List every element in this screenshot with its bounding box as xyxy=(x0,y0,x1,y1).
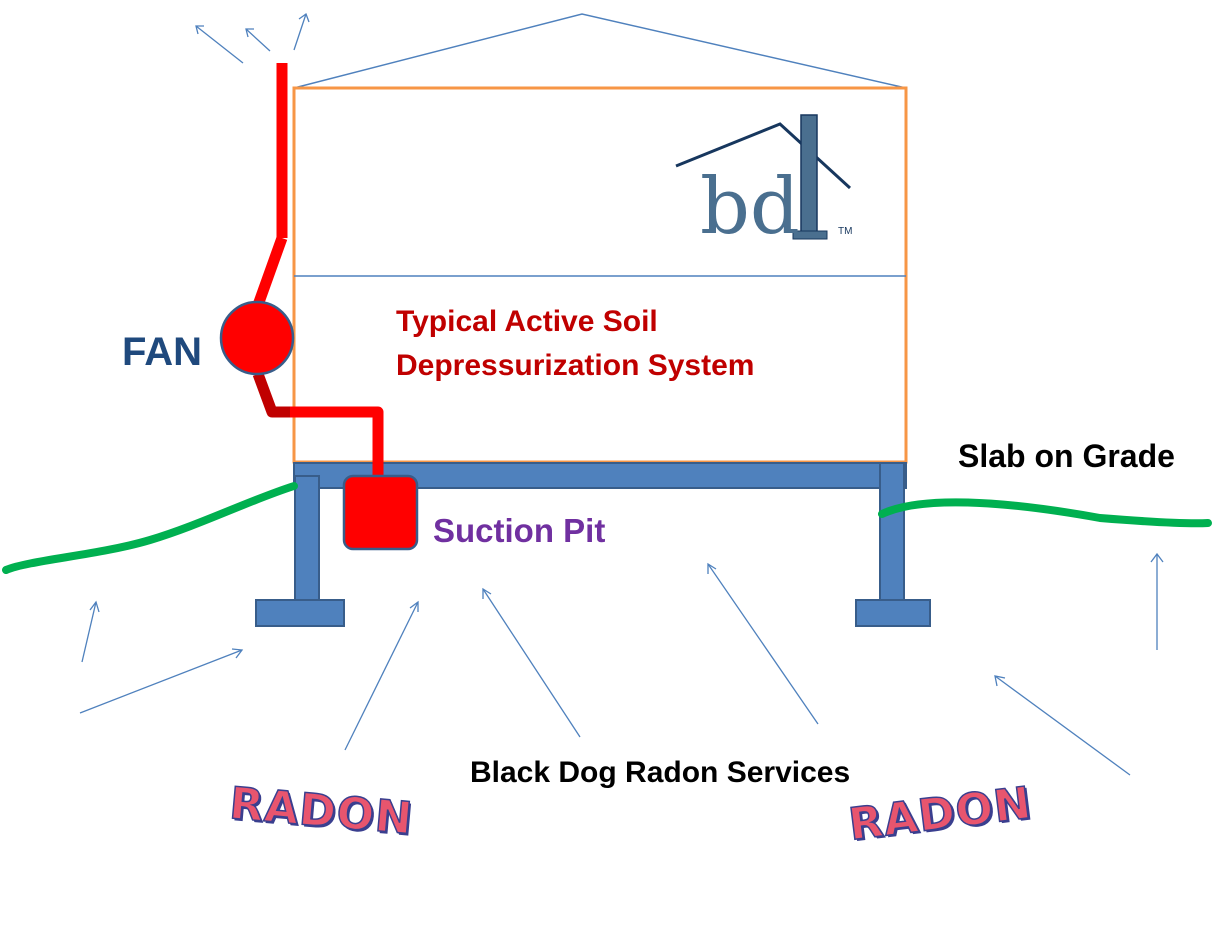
vent-pipe-lower xyxy=(290,406,384,480)
fan-label: FAN xyxy=(122,330,202,374)
slab-on-grade-label: Slab on Grade xyxy=(958,438,1175,474)
vent-pipe-lower-dark xyxy=(252,372,290,418)
vent-pipe-bend xyxy=(252,236,288,307)
exhaust-arrows xyxy=(195,12,310,64)
title-line-2: Depressurization System xyxy=(396,349,755,382)
left-footing-post xyxy=(294,475,320,605)
ground-right xyxy=(878,498,1212,528)
suction-pit-label: Suction Pit xyxy=(433,512,606,549)
fan-circle xyxy=(219,300,295,376)
radon-arrows xyxy=(79,552,1164,776)
logo-i-base xyxy=(792,230,828,240)
company-label: Black Dog Radon Services xyxy=(470,756,851,789)
logo-roof-icon xyxy=(675,122,852,190)
right-footing-post xyxy=(879,462,905,604)
logo-trademark: TM xyxy=(838,226,853,237)
suction-pit xyxy=(342,474,419,551)
logo-letters: bd xyxy=(700,162,800,252)
title-line-1: Typical Active Soil xyxy=(396,305,658,338)
roof-line xyxy=(293,13,907,89)
right-footing-base xyxy=(855,599,931,627)
ground-left xyxy=(2,482,298,574)
logo-i-letter xyxy=(800,114,818,236)
diagram-title: Typical Active Soil Depressurization Sys… xyxy=(396,300,754,388)
left-footing-base xyxy=(255,599,345,627)
